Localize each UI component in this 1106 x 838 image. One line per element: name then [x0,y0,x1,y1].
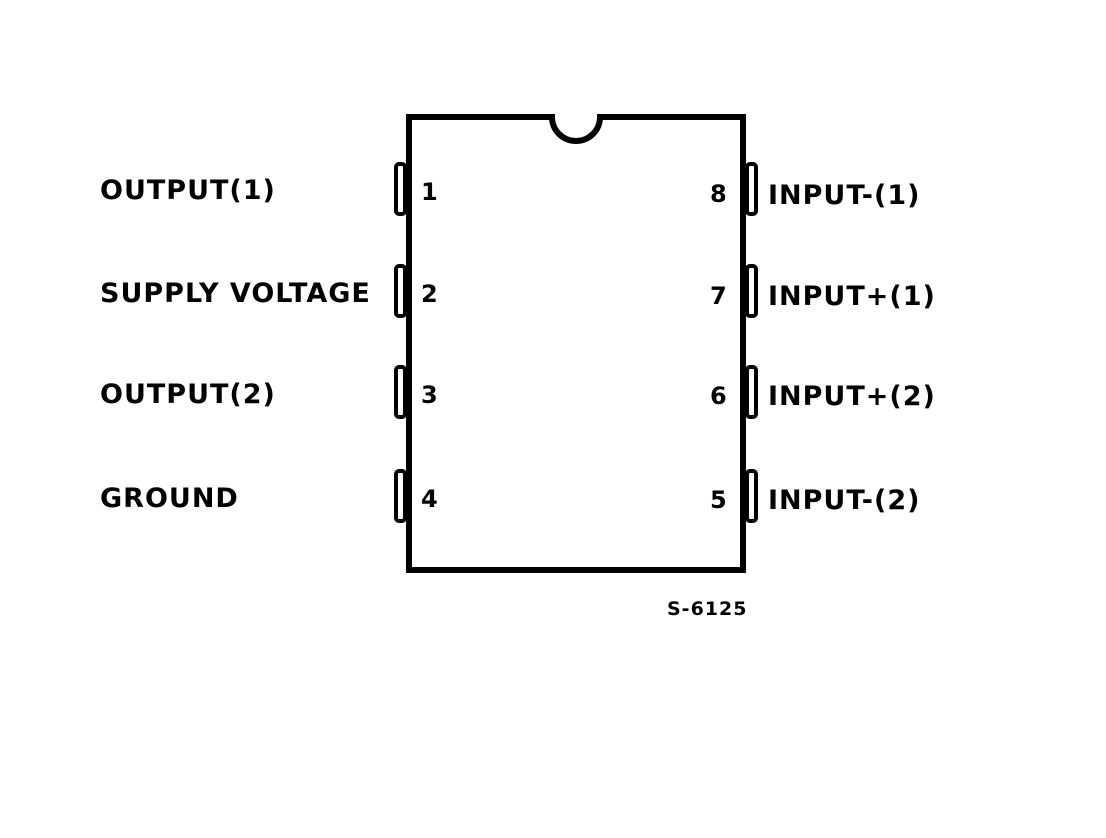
package-body-outline [406,114,746,573]
reference-code: S-6125 [667,598,748,620]
pin-1-number: 1 [421,178,438,206]
pin-4-number: 4 [421,485,438,513]
pin-lead-1 [394,162,407,216]
pin-lead-7 [745,264,758,318]
pin-4-label: GROUND [100,483,239,514]
pin-7-number: 7 [710,282,727,310]
pin-6-number: 6 [710,382,727,410]
pin-8-number: 8 [710,180,727,208]
pin-lead-3 [394,365,407,419]
pin-2-label: SUPPLY VOLTAGE [100,278,371,309]
pin-7-label: INPUT+(1) [768,281,936,312]
pin-5-label: INPUT-(2) [768,485,921,516]
pin-1-label: OUTPUT(1) [100,175,276,206]
pin-3-number: 3 [421,381,438,409]
pin-lead-6 [745,365,758,419]
pin-8-label: INPUT-(1) [768,180,921,211]
pin-6-label: INPUT+(2) [768,381,936,412]
pin-2-number: 2 [421,280,438,308]
pin-5-number: 5 [710,486,727,514]
pin-lead-4 [394,469,407,523]
pin-lead-2 [394,264,407,318]
pin-3-label: OUTPUT(2) [100,379,276,410]
pin-lead-5 [745,469,758,523]
pin-lead-8 [745,162,758,216]
